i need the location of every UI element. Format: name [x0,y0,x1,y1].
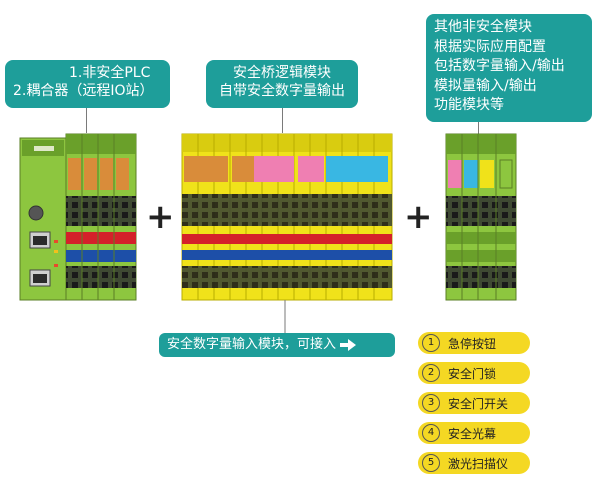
callout-line: 模拟量输入/输出 [434,77,537,94]
leader-line [282,108,283,133]
callout-line: 功能模块等 [434,97,504,113]
arrow-right-icon [340,338,357,351]
callout-safety-input: 安全数字量输入模块，可接入 [159,333,395,357]
callout-line: 1.非安全PLC [69,65,151,81]
legend-item: 3 安全门开关 [418,392,530,414]
legend-number: 4 [422,424,440,442]
plc-coupler-module [19,133,137,301]
safety-modules [181,133,393,301]
legend-number: 3 [422,394,440,412]
callout-line: 根据实际应用配置 [434,38,546,55]
legend-item: 4 安全光幕 [418,422,530,444]
plus-sign: + [146,197,175,237]
leader-line [478,122,479,134]
callout-safety-bridge: 安全桥逻辑模块 自带安全数字量输出 [206,60,358,108]
legend-label: 激光扫描仪 [448,457,509,471]
legend-item: 1 急停按钮 [418,332,530,354]
callout-line: 自带安全数字量输出 [219,83,345,99]
legend-number: 1 [422,334,440,352]
callout-line: 安全桥逻辑模块 [233,65,331,81]
other-modules [445,133,517,301]
leader-line [86,108,87,133]
callout-line: 其他非安全模块 [434,19,532,35]
legend-item: 5 激光扫描仪 [418,452,530,474]
callout-plc-coupler: 1.非安全PLC 2.耦合器（远程IO站） [5,60,170,108]
legend-label: 安全门开关 [448,397,509,411]
legend-label: 安全光幕 [448,427,497,441]
callout-other-modules: 其他非安全模块 根据实际应用配置 包括数字量输入/输出 模拟量输入/输出 功能模… [426,14,592,122]
callout-text: 安全数字量输入模块，可接入 [167,337,337,352]
callout-line: 2.耦合器（远程IO站） [13,83,154,99]
callout-line: 包括数字量输入/输出 [434,58,565,74]
legend-number: 5 [422,454,440,472]
legend-number: 2 [422,364,440,382]
legend-label: 安全门锁 [448,367,497,381]
legend-item: 2 安全门锁 [418,362,530,384]
plus-sign: + [404,197,433,237]
legend-label: 急停按钮 [448,337,497,351]
